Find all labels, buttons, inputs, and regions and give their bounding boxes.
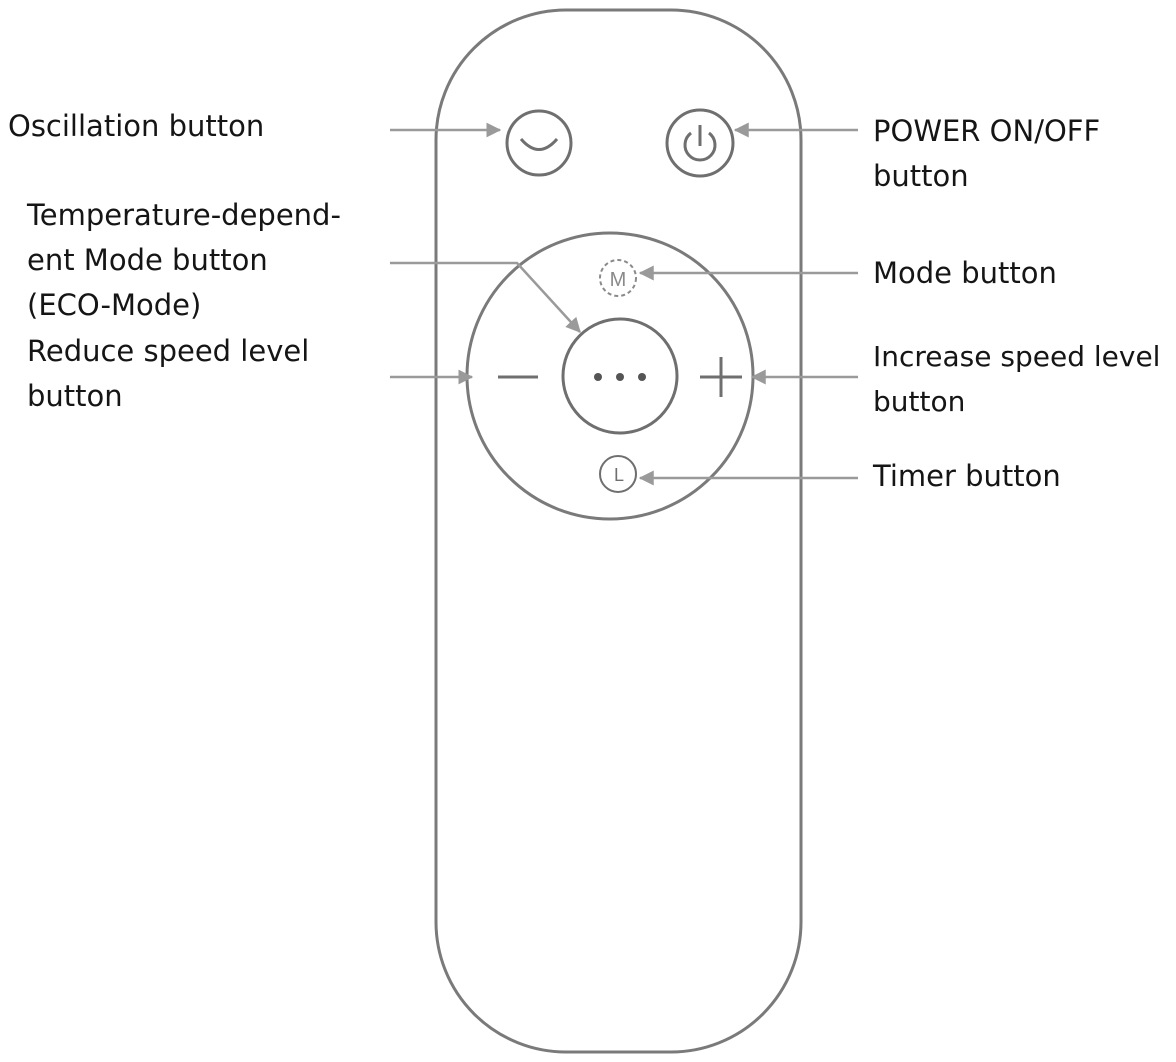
timer-label-line: Timer button (873, 459, 1061, 493)
reduce-speed-label-line: Reduce speed level (27, 334, 310, 368)
mode-label: Mode button (873, 251, 1057, 296)
mode-button[interactable]: M (599, 259, 637, 297)
oscillation-icon (519, 137, 559, 151)
power-label: POWER ON/OFF button (873, 109, 1100, 199)
increase-speed-label-line: button (873, 385, 966, 418)
eco-mode-arrow (390, 261, 581, 333)
plus-icon (700, 357, 742, 397)
eco-mode-button[interactable] (561, 317, 679, 435)
dots-icon (594, 373, 646, 381)
power-label-line: button (873, 159, 969, 193)
power-button[interactable] (665, 108, 735, 178)
eco-mode-label-line: (ECO-Mode) (27, 288, 202, 322)
timer-icon: L (614, 465, 624, 485)
timer-button[interactable]: L (599, 455, 637, 493)
oscillation-label-line: Oscillation button (8, 109, 265, 143)
remote-body (434, 8, 803, 1054)
eco-mode-label-line: Temperature-depend- (27, 198, 341, 232)
mode-label-line: Mode button (873, 256, 1057, 290)
increase-speed-label-line: Increase speed level (873, 340, 1161, 373)
oscillation-label: Oscillation button (8, 104, 264, 149)
eco-mode-label-line: ent Mode button (27, 243, 268, 277)
eco-mode-label: Temperature-depend- ent Mode button (ECO… (27, 193, 341, 328)
reduce-speed-label: Reduce speed level button (27, 329, 309, 419)
power-icon (683, 125, 717, 162)
timer-label: Timer button (873, 454, 1061, 499)
power-label-line: POWER ON/OFF (873, 114, 1101, 148)
increase-speed-label: Increase speed level button (873, 334, 1160, 424)
increase-speed-button[interactable] (700, 357, 742, 397)
mode-icon: M (610, 269, 627, 291)
reduce-speed-label-line: button (27, 379, 123, 413)
oscillation-button[interactable] (505, 109, 573, 177)
